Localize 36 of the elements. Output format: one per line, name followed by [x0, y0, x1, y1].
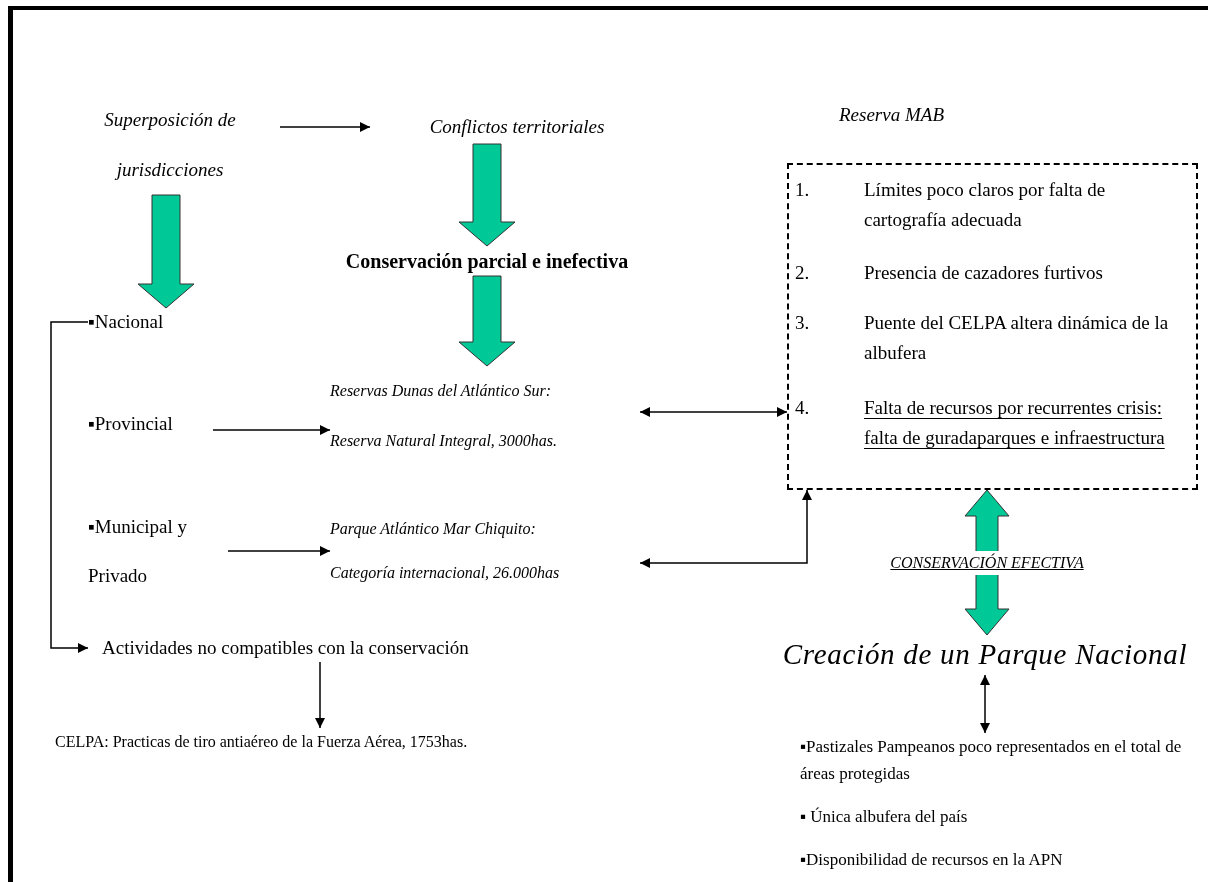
item-text: Límites poco claros por falta de cartografía adecuada — [864, 178, 1107, 232]
list-item-text: ▪Municipal y Privado — [88, 502, 228, 600]
activity-text: Actividades no compatibles con la conservación — [88, 634, 588, 662]
arrow — [639, 489, 812, 568]
reserve-title: Parque Atlántico Mar Chiquito: — [330, 519, 537, 540]
reserve-title: Reservas Dunas del Atlántico Sur: — [330, 381, 552, 401]
block-arrow — [137, 194, 195, 309]
reserve-detail: Reserva Natural Integral, 3000has. — [330, 431, 559, 452]
item-text: Puente del CELPA altera dinámica de la albufera — [864, 311, 1170, 365]
list-item-text: ▪Nacional — [88, 308, 188, 336]
arrow — [639, 407, 788, 417]
bullet-point: ▪ Única albufera del país — [800, 806, 969, 828]
cause-text: Conflictos territoriales — [370, 110, 664, 144]
item-number: 1. — [795, 178, 811, 202]
block-arrow — [458, 275, 516, 367]
item-number: 2. — [795, 261, 811, 285]
list-item-text: ▪Provincial — [88, 410, 213, 438]
cause-text: Superposición de jurisdicciones — [60, 95, 280, 195]
note-text: CELPA: Practicas de tiro antiaéreo de la Fuerza Aérea, 1753has. — [55, 728, 625, 756]
bullet-point: ▪Disponibilidad de recursos en la APN — [800, 849, 1064, 871]
item-number: 4. — [795, 396, 811, 420]
item-text: Presencia de cazadores furtivos — [864, 261, 1104, 285]
arrow — [50, 321, 89, 653]
arrow — [315, 661, 325, 729]
block-arrow — [458, 143, 516, 247]
item-text: Falta de recursos por recurrentes crisis: falta de guradaparques e infraestructura — [864, 396, 1166, 450]
result-text: Conservación parcial e inefectiva — [300, 246, 674, 276]
arrow — [279, 122, 371, 132]
bullet-point: ▪Pastizales Pampeanos poco representados en el total de áreas protegidas — [800, 736, 1183, 785]
group-heading: Reserva MAB — [839, 103, 944, 127]
goal-text: Creación de un Parque Nacional — [766, 635, 1204, 675]
item-number: 3. — [795, 311, 811, 335]
arrow — [212, 425, 331, 435]
arrow — [980, 674, 990, 734]
reserve-detail: Categoría internacional, 26.000has — [330, 563, 561, 584]
arrow — [227, 546, 331, 556]
